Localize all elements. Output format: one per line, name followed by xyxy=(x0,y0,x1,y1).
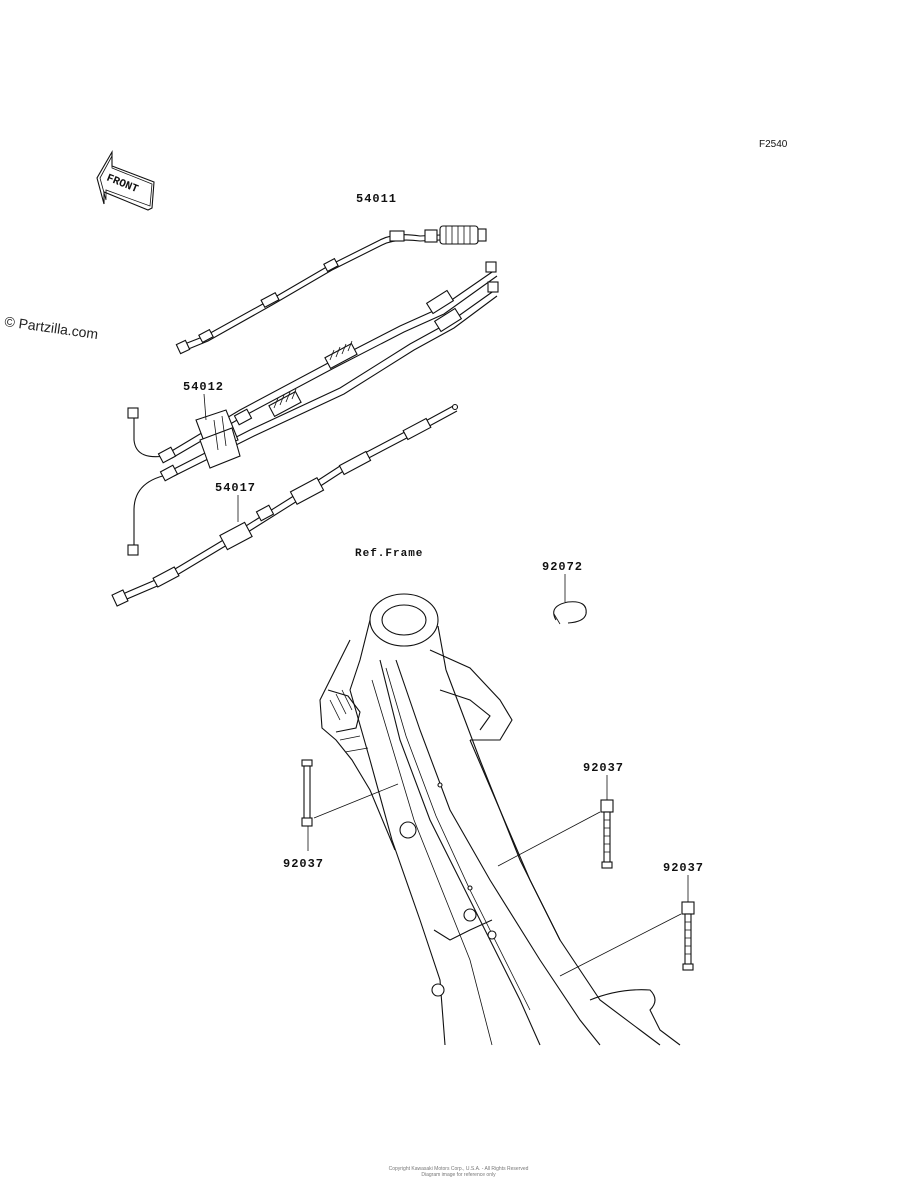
frame-outline xyxy=(319,593,681,1046)
part-label-92037-right-upper: 92037 xyxy=(583,761,624,775)
cable-band-92037-right-lower xyxy=(681,901,695,971)
diagram-code: F2540 xyxy=(759,139,788,150)
ref-frame-label: Ref.Frame xyxy=(355,548,423,560)
watermark: © Partzilla.com xyxy=(4,313,100,342)
throttle-cable-54012 xyxy=(127,261,499,556)
band-clip-92072 xyxy=(553,601,587,625)
front-arrow-icon: FRONT xyxy=(96,149,155,211)
part-label-92037-right-lower: 92037 xyxy=(663,861,704,875)
cable-band-92037-right-upper xyxy=(600,799,614,869)
part-label-54017: 54017 xyxy=(215,481,256,495)
footer-line: Diagram image for reference only xyxy=(421,1172,496,1178)
clutch-cable-54017 xyxy=(111,403,459,607)
copyright-footer: Copyright Kawasaki Motors Corp., U.S.A. … xyxy=(0,1166,917,1178)
part-label-92037-left: 92037 xyxy=(283,857,324,871)
cable-band-92037-left xyxy=(301,759,313,827)
part-label-54011: 54011 xyxy=(356,192,397,206)
part-label-92072: 92072 xyxy=(542,560,583,574)
throttle-cable-54011 xyxy=(175,225,487,355)
footer-line: Copyright Kawasaki Motors Corp., U.S.A. … xyxy=(388,1166,529,1172)
part-label-54012: 54012 xyxy=(183,380,224,394)
